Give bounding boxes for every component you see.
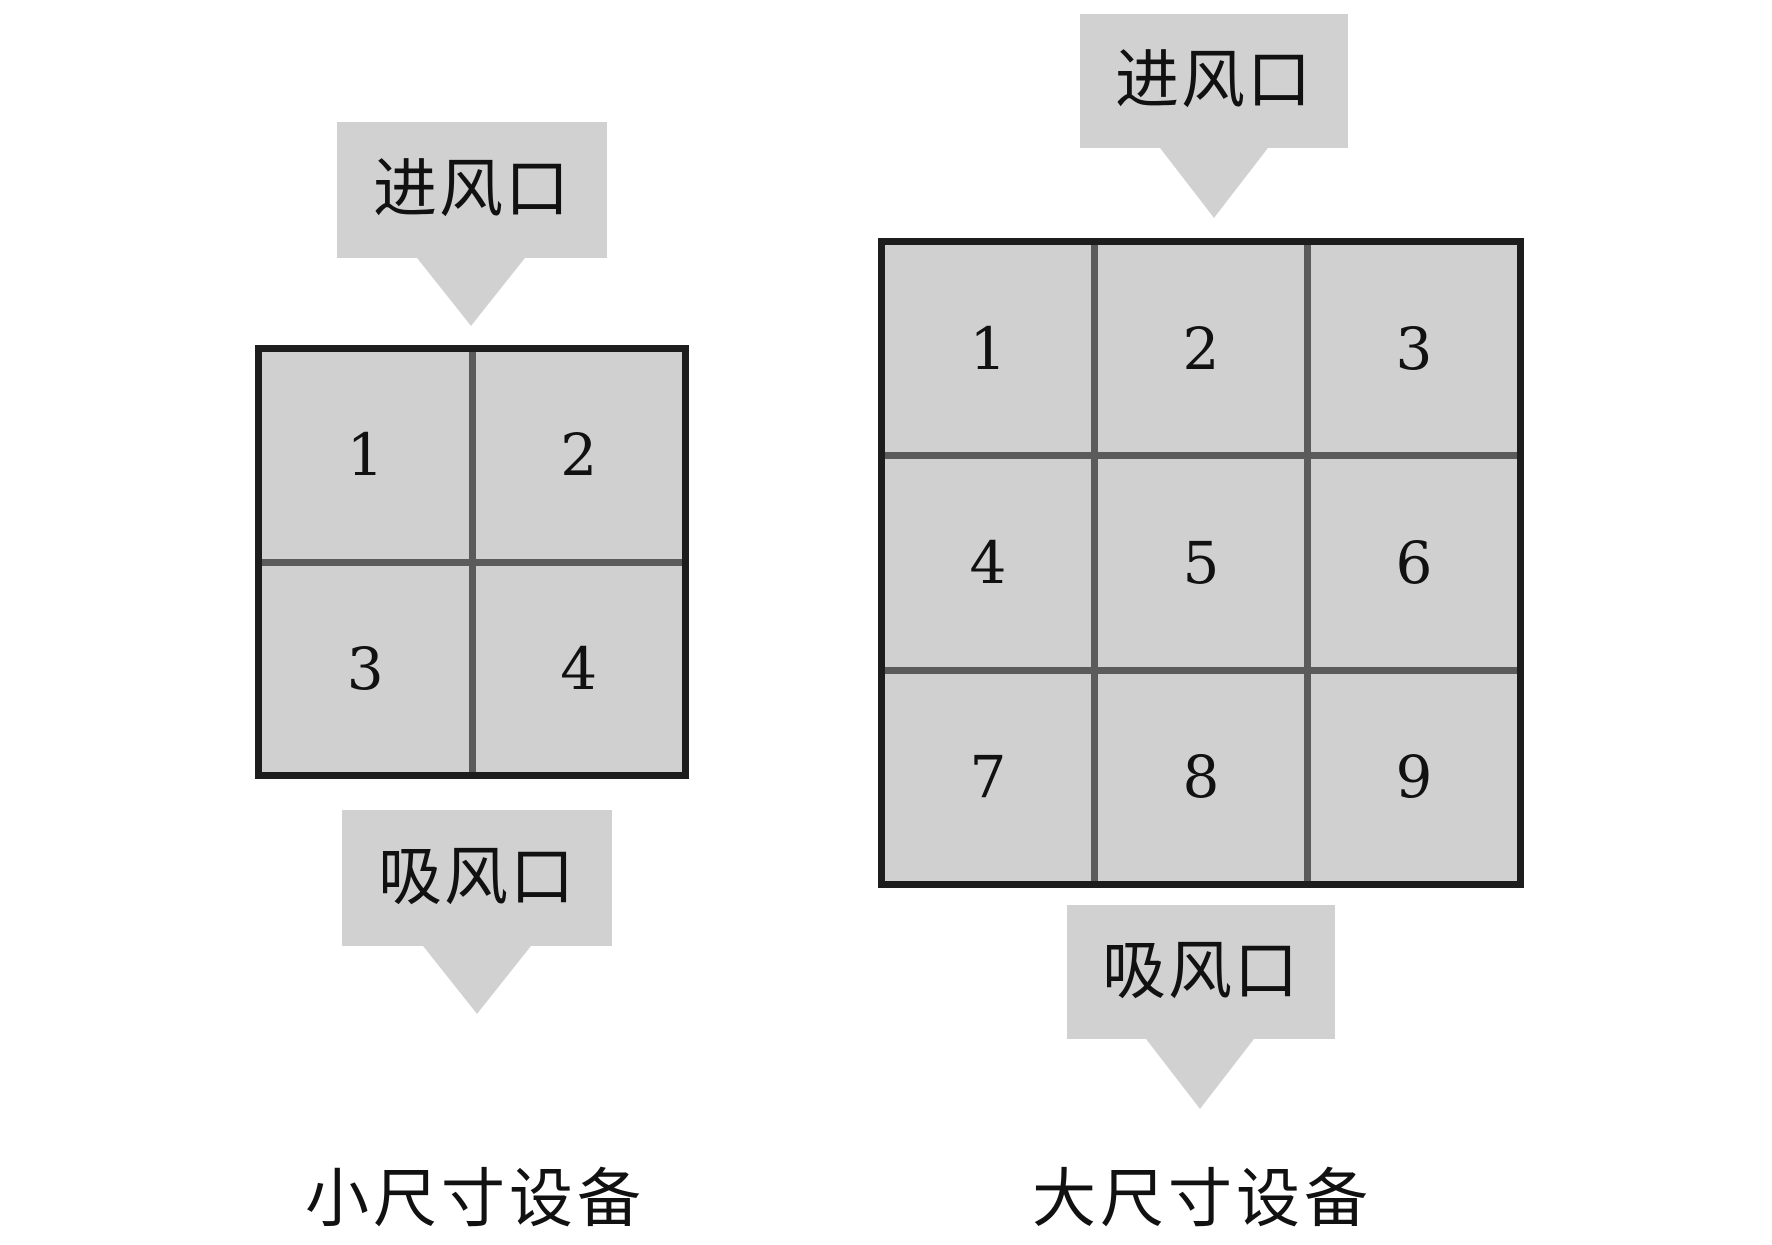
large-device-grid: 1 2 3 4 5 6 7 8 9 [878, 238, 1524, 888]
large-grid-cell-6: 6 [1311, 459, 1517, 667]
small-outlet-label-box: 吸风口 [342, 810, 612, 946]
large-grid-cell-number: 9 [1395, 743, 1433, 812]
small-grid-cell-number: 2 [560, 421, 598, 490]
small-grid-cell-1: 1 [262, 352, 469, 559]
large-outlet-arrow-icon [1146, 1039, 1254, 1109]
large-device-caption: 大尺寸设备 [1032, 1163, 1372, 1237]
large-outlet-label-box: 吸风口 [1067, 905, 1335, 1039]
large-grid-cell-number: 4 [969, 528, 1007, 597]
small-device-caption: 小尺寸设备 [305, 1163, 645, 1237]
large-grid-cell-number: 3 [1395, 314, 1433, 383]
large-inlet-arrow-icon [1160, 148, 1268, 218]
large-grid-cell-9: 9 [1311, 673, 1517, 881]
large-outlet-label: 吸风口 [1102, 935, 1300, 1009]
small-grid-cell-number: 1 [346, 421, 384, 490]
large-grid-cell-number: 8 [1182, 743, 1220, 812]
large-grid-cell-2: 2 [1098, 245, 1304, 453]
large-grid-cell-number: 5 [1182, 528, 1220, 597]
large-grid-cell-3: 3 [1311, 245, 1517, 453]
large-grid-cell-7: 7 [885, 673, 1091, 881]
small-grid-cell-4: 4 [475, 565, 682, 772]
small-grid-cell-number: 4 [560, 634, 598, 703]
large-grid-cell-1: 1 [885, 245, 1091, 453]
small-outlet-arrow-icon [423, 946, 531, 1014]
small-device-grid: 1 2 3 4 [255, 345, 689, 779]
large-grid-cell-number: 2 [1182, 314, 1220, 383]
small-outlet-label: 吸风口 [378, 841, 576, 915]
large-inlet-label-box: 进风口 [1080, 14, 1348, 148]
small-grid-cell-number: 3 [346, 634, 384, 703]
large-inlet-label: 进风口 [1115, 44, 1313, 118]
small-grid-cell-2: 2 [475, 352, 682, 559]
large-grid-cell-number: 7 [969, 743, 1007, 812]
large-grid-cell-4: 4 [885, 459, 1091, 667]
small-inlet-label-box: 进风口 [337, 122, 607, 258]
large-grid-cell-number: 1 [969, 314, 1007, 383]
large-grid-cell-8: 8 [1098, 673, 1304, 881]
small-inlet-label: 进风口 [373, 153, 571, 227]
small-grid-cell-3: 3 [262, 565, 469, 772]
large-grid-cell-number: 6 [1395, 528, 1433, 597]
small-inlet-arrow-icon [417, 258, 525, 326]
large-grid-cell-5: 5 [1098, 459, 1304, 667]
